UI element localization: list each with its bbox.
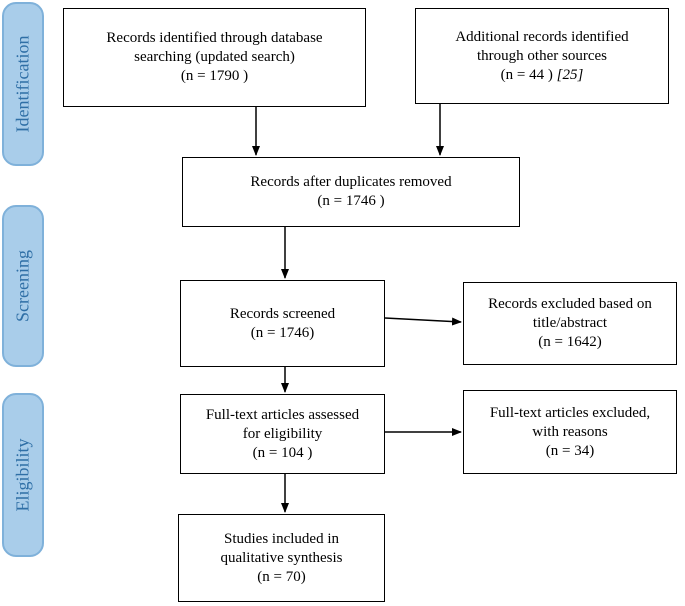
phase-screening: Screening — [2, 205, 44, 367]
box-fulltext-excluded-line1: Full-text articles excluded, — [489, 404, 651, 421]
box-fulltext-excluded-count: (n = 34) — [545, 442, 595, 459]
box-records-screened-line1: Records screened — [229, 305, 336, 322]
box-other-sources-count-row: (n = 44 ) [25] — [501, 66, 584, 85]
box-studies-included-line2: qualitative synthesis — [220, 549, 343, 566]
phase-identification: Identification — [2, 2, 44, 166]
phase-screening-label: Screening — [12, 250, 33, 322]
box-other-sources: Additional records identified through ot… — [415, 8, 669, 104]
phase-identification-label: Identification — [12, 35, 33, 133]
box-studies-included-count: (n = 70) — [257, 568, 306, 585]
box-records-screened: Records screened (n = 1746) — [180, 280, 385, 367]
box-records-screened-count: (n = 1746) — [250, 324, 315, 341]
arrow-screened-to-excluded — [384, 317, 462, 326]
box-duplicates-removed: Records after duplicates removed (n = 17… — [182, 157, 520, 227]
box-records-excluded-count: (n = 1642) — [538, 334, 602, 350]
box-other-sources-line1: Additional records identified — [455, 28, 629, 45]
box-records-excluded: Records excluded based on title/abstract… — [463, 282, 677, 365]
box-duplicates-removed-line1: Records after duplicates removed — [250, 174, 452, 190]
box-studies-included-line1: Studies included in — [224, 530, 339, 547]
box-other-sources-reference: [25] — [556, 66, 584, 83]
box-fulltext-excluded-line2: with reasons — [532, 423, 608, 440]
box-fulltext-assessed-count: (n = 104 ) — [252, 444, 313, 461]
box-records-excluded-line2: title/abstract — [532, 315, 608, 331]
box-fulltext-assessed-line2: for eligibility — [242, 425, 323, 442]
phase-eligibility-label: Eligibility — [12, 438, 33, 512]
box-database-search-line2: searching (updated search) — [134, 49, 295, 65]
box-other-sources-count: (n = 44 ) — [500, 66, 553, 83]
box-fulltext-assessed: Full-text articles assessed for eligibil… — [180, 394, 385, 474]
box-studies-included: Studies included in qualitative synthesi… — [178, 514, 385, 602]
phase-eligibility: Eligibility — [2, 393, 44, 557]
box-database-search-count: (n = 1790 ) — [180, 68, 249, 84]
box-fulltext-excluded: Full-text articles excluded, with reason… — [463, 390, 677, 474]
box-other-sources-line2: through other sources — [477, 47, 607, 64]
box-fulltext-assessed-line1: Full-text articles assessed — [205, 406, 360, 423]
box-database-search-line1: Records identified through database — [106, 30, 323, 46]
box-duplicates-removed-count: (n = 1746 ) — [317, 193, 385, 209]
box-records-excluded-line1: Records excluded based on — [488, 296, 652, 312]
box-database-search: Records identified through database sear… — [63, 8, 366, 107]
